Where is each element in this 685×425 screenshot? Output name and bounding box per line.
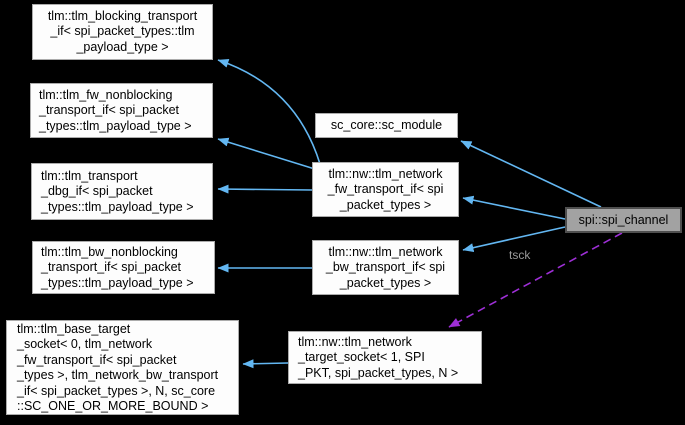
node-tlm-nw-network-fw-transport-if[interactable]: tlm::nw::tlm_network _fw_transport_if< s… xyxy=(312,162,459,217)
node-label-line: tlm::nw::tlm_network xyxy=(328,245,443,259)
node-label-line: _types >, tlm_network_bw_transport xyxy=(17,368,219,383)
node-sc-core-sc-module[interactable]: sc_core::sc_module xyxy=(315,113,458,138)
node-label-line: tlm::tlm_fw_nonblocking xyxy=(39,88,173,102)
node-tlm-bw-nonblocking-transport-if[interactable]: tlm::tlm_bw_nonblocking _transport_if< s… xyxy=(32,241,215,294)
node-label-line: _if< spi_packet_types::tlm xyxy=(50,24,195,39)
node-label-line: _payload_type > xyxy=(76,39,169,54)
node-label-line: ::SC_ONE_OR_MORE_BOUND > xyxy=(17,399,209,414)
edge-nwfw-to-transport-dbg xyxy=(217,184,313,194)
node-label-line: sc_core::sc_module xyxy=(330,118,443,132)
node-label-line: tlm::nw::tlm_network xyxy=(328,167,443,181)
edge-spichannel-to-nwfw xyxy=(462,195,566,220)
node-label-line: _if< spi_packet_types >, N, sc_core xyxy=(17,383,216,398)
node-label-line: _bw_transport_if< spi xyxy=(325,260,446,275)
node-label-line: _packet_types > xyxy=(339,275,432,290)
node-label-line: tlm::nw::tlm_network xyxy=(298,335,412,349)
node-label-line: _packet_types > xyxy=(339,197,432,212)
edge-spichannel-to-nwbw xyxy=(462,226,566,253)
edge-nwfw-to-blocking xyxy=(217,59,321,165)
node-tlm-nw-network-target-socket[interactable]: tlm::nw::tlm_network _target_socket< 1, … xyxy=(288,331,482,384)
node-label-line: _types::tlm_payload_type > xyxy=(41,275,194,290)
node-label-line: _types::tlm_payload_type > xyxy=(39,118,192,133)
node-tlm-fw-nonblocking-transport-if[interactable]: tlm::tlm_fw_nonblocking _transport_if< s… xyxy=(30,83,213,138)
node-label-line: _socket< 0, tlm_network xyxy=(17,337,153,352)
node-tlm-transport-dbg-if[interactable]: tlm::tlm_transport _dbg_if< spi_packet _… xyxy=(31,163,213,220)
node-spi-spi-channel-current: spi::spi_channel xyxy=(565,207,682,233)
node-label-line: _dbg_if< spi_packet xyxy=(41,184,153,199)
edge-label-tsck: tsck xyxy=(509,248,531,262)
node-label-line: tlm::tlm_bw_nonblocking xyxy=(41,245,178,259)
node-label-line: _fw_transport_if< spi_packet xyxy=(17,352,177,367)
node-label-line: tlm::tlm_transport xyxy=(41,169,138,183)
node-tlm-blocking-transport-if[interactable]: tlm::tlm_blocking_transport _if< spi_pac… xyxy=(32,4,213,60)
node-label-line: spi::spi_channel xyxy=(578,213,669,227)
node-label-line: _target_socket< 1, SPI xyxy=(298,350,425,365)
node-label-line: tlm::tlm_base_target xyxy=(17,322,131,336)
node-label-line: _PKT, spi_packet_types, N > xyxy=(298,365,459,380)
edge-spichannel-to-scmodule xyxy=(460,140,602,208)
node-label-line: _types::tlm_payload_type > xyxy=(41,199,194,214)
node-tlm-base-target-socket[interactable]: tlm::tlm_base_target _socket< 0, tlm_net… xyxy=(6,320,239,415)
node-label-line: _transport_if< spi_packet xyxy=(39,103,180,118)
node-tlm-nw-network-bw-transport-if[interactable]: tlm::nw::tlm_network _bw_transport_if< s… xyxy=(312,240,459,295)
node-label-line: _transport_if< spi_packet xyxy=(41,260,182,275)
node-label-line: tlm::tlm_blocking_transport xyxy=(47,9,198,23)
edge-tsck-member xyxy=(448,232,623,328)
node-label-line: _fw_transport_if< spi xyxy=(327,182,444,197)
edge-targetsocket-to-basetargetsocket xyxy=(242,359,289,369)
edge-nwfw-to-fw-nonblocking xyxy=(217,137,319,171)
